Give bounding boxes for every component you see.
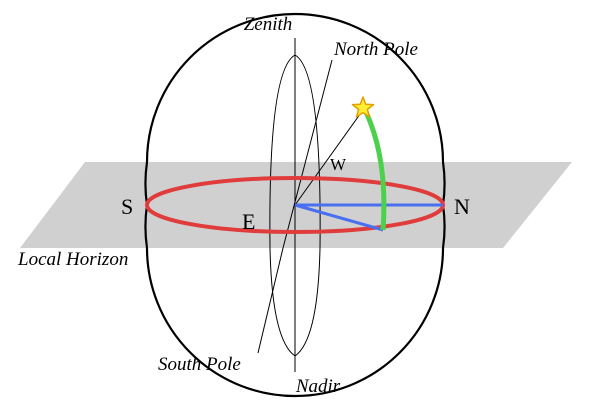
label-south-pole: South Pole xyxy=(158,354,241,375)
label-east: E xyxy=(242,209,255,234)
label-zenith: Zenith xyxy=(244,14,293,35)
label-south: S xyxy=(121,194,133,219)
label-north: N xyxy=(454,194,470,219)
polar-axis-upper xyxy=(282,59,333,249)
celestial-sphere-lower-back xyxy=(145,247,445,398)
star-icon xyxy=(351,96,375,118)
label-north-pole: North Pole xyxy=(333,39,418,60)
celestial-sphere-upper xyxy=(145,12,445,163)
line-to-star xyxy=(294,109,364,206)
label-local-horizon: Local Horizon xyxy=(17,249,128,270)
altitude-arc xyxy=(363,110,387,231)
polar-axis-lower xyxy=(257,247,284,354)
label-west: W xyxy=(330,155,347,174)
azimuth-line-star-foot xyxy=(294,203,384,232)
label-nadir: Nadir xyxy=(295,376,341,397)
